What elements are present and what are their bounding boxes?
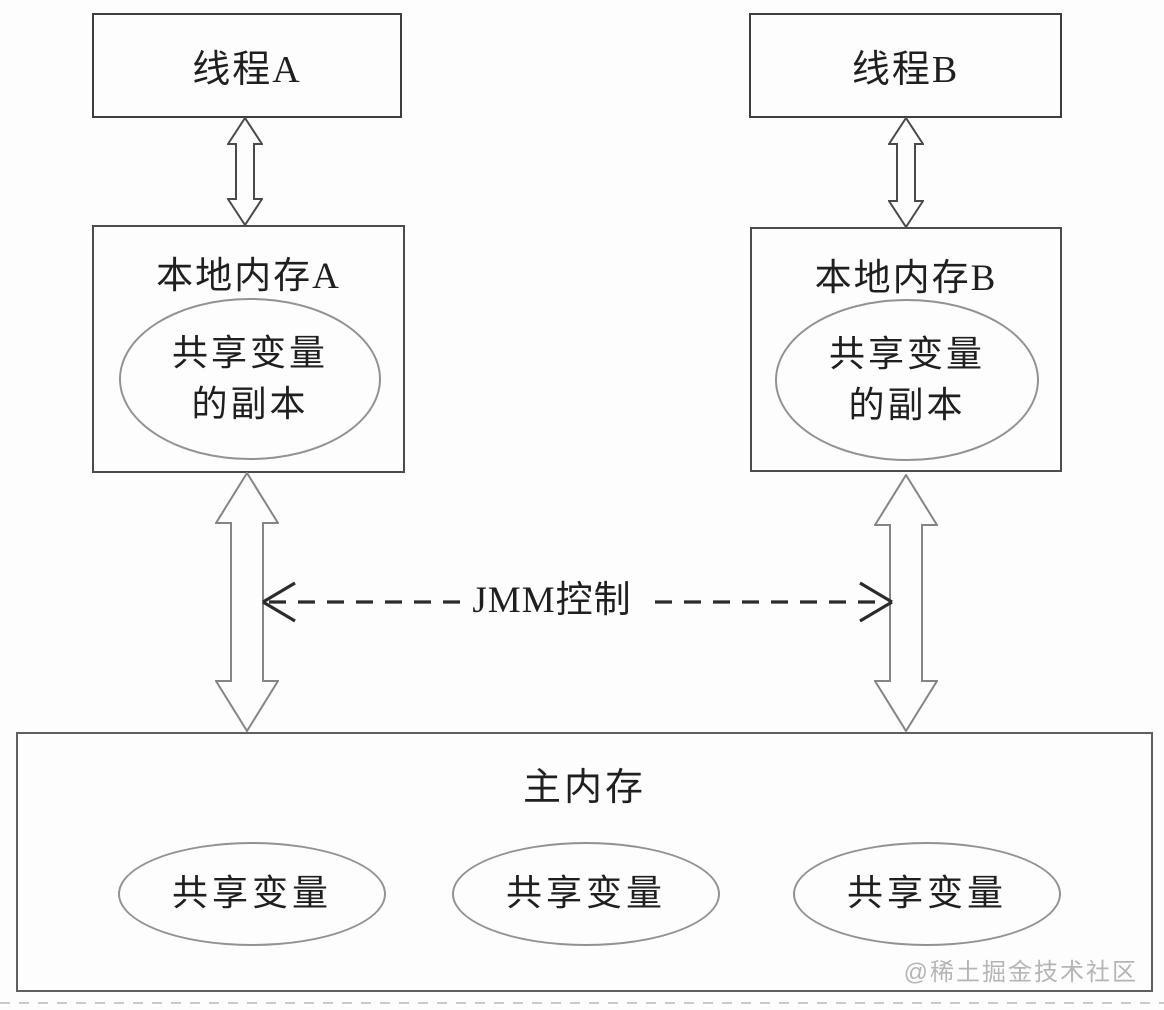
localmem-b-mainmem-double-arrow-icon bbox=[874, 474, 938, 732]
local-memory-a-box: 本地内存A 共享变量 的副本 bbox=[92, 225, 405, 473]
local-memory-a-title: 本地内存A bbox=[156, 256, 341, 297]
main-memory-title: 主内存 bbox=[522, 767, 646, 809]
shared-var-copy-line1: 共享变量 bbox=[171, 332, 328, 373]
thread-b-localmem-b-double-arrow-icon bbox=[888, 117, 924, 228]
jmm-control-dashed-arrow-icon bbox=[262, 581, 893, 623]
bottom-dashed-divider bbox=[0, 1002, 1164, 1004]
shared-var-label: 共享变量 bbox=[846, 873, 1007, 914]
watermark-label: @稀土掘金技术社区 bbox=[903, 959, 1138, 986]
local-memory-a-shared-var-copy-ellipse: 共享变量 的副本 bbox=[119, 298, 381, 460]
local-memory-b-box: 本地内存B 共享变量 的副本 bbox=[750, 227, 1062, 472]
shared-var-label: 共享变量 bbox=[171, 873, 332, 914]
main-memory-shared-var-ellipse: 共享变量 bbox=[452, 842, 720, 946]
thread-a-box: 线程A bbox=[92, 13, 402, 118]
main-memory-shared-var-ellipse: 共享变量 bbox=[118, 842, 386, 946]
thread-a-label: 线程A bbox=[192, 49, 302, 91]
shared-var-copy-line2: 的副本 bbox=[191, 384, 309, 424]
shared-var-copy-line1: 共享变量 bbox=[828, 333, 985, 374]
shared-var-label: 共享变量 bbox=[505, 873, 666, 914]
thread-a-localmem-a-double-arrow-icon bbox=[227, 117, 263, 226]
main-memory-box: 主内存 共享变量 共享变量 共享变量 bbox=[16, 732, 1153, 992]
thread-b-box: 线程B bbox=[749, 13, 1062, 118]
main-memory-shared-var-ellipse: 共享变量 bbox=[793, 842, 1061, 946]
thread-b-label: 线程B bbox=[851, 49, 960, 91]
local-memory-b-shared-var-copy-ellipse: 共享变量 的副本 bbox=[775, 299, 1039, 461]
local-memory-b-title: 本地内存B bbox=[814, 258, 998, 299]
localmem-a-mainmem-double-arrow-icon bbox=[215, 472, 279, 732]
jmm-control-label: JMM控制 bbox=[472, 580, 632, 621]
shared-var-copy-line2: 的副本 bbox=[848, 385, 966, 425]
